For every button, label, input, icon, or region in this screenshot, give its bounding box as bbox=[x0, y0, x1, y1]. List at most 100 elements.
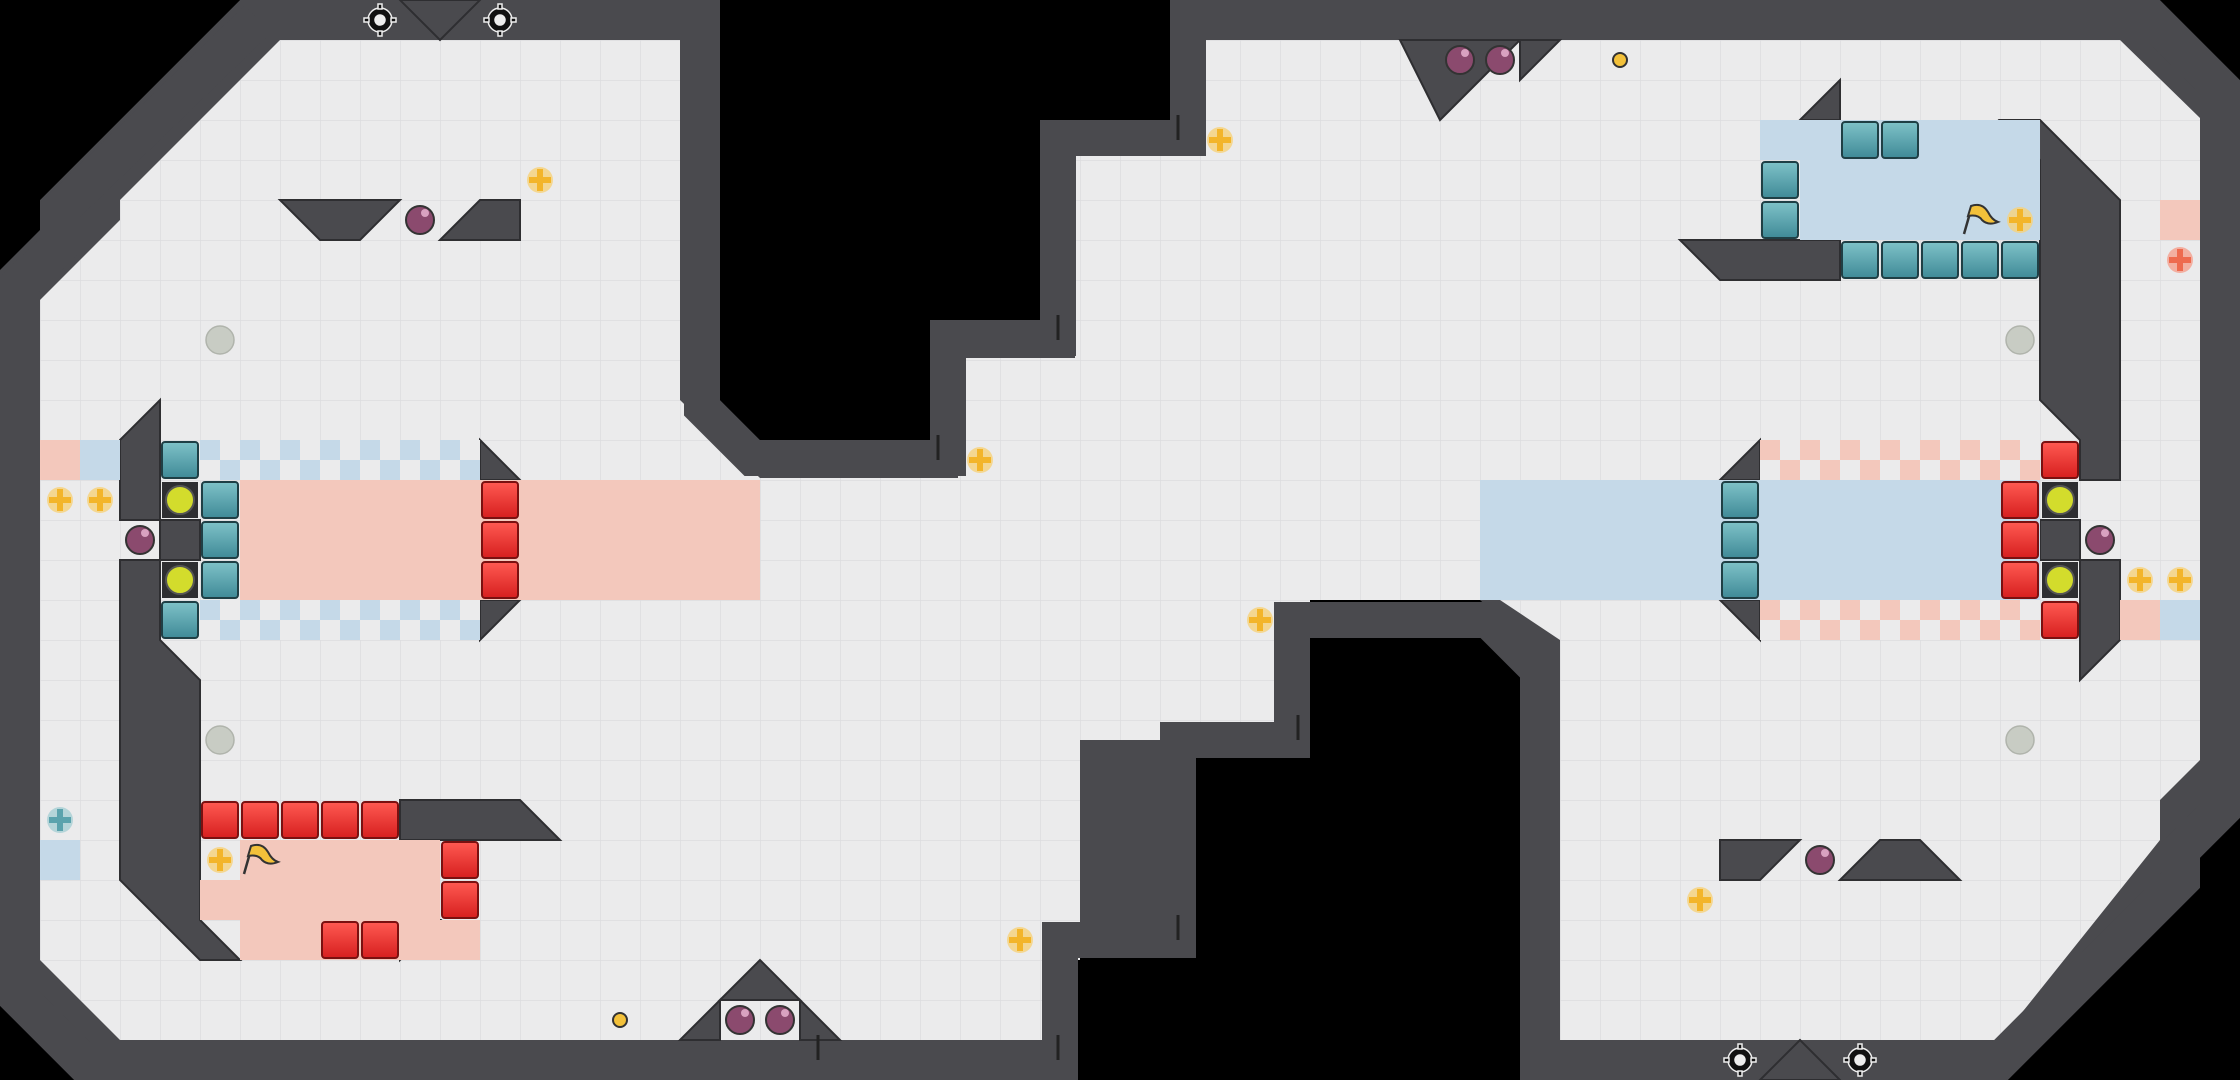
gear-icon bbox=[1843, 1043, 1877, 1077]
plus-pickup-icon bbox=[87, 487, 113, 513]
wall-right-mid bbox=[2039, 519, 2081, 561]
void-top-middle bbox=[720, 0, 1170, 440]
red-block bbox=[2001, 481, 2039, 519]
red-block bbox=[281, 801, 319, 839]
teal-block bbox=[1721, 521, 1759, 559]
spawn-marker-icon bbox=[205, 325, 235, 355]
wall-left-middle bbox=[159, 519, 201, 561]
zone-blue-right-top bbox=[1800, 120, 2040, 240]
coin-icon bbox=[1612, 52, 1628, 68]
gears bbox=[363, 3, 1877, 1077]
coin-icon bbox=[612, 1012, 628, 1028]
teal-block bbox=[201, 561, 239, 599]
void-bottom-middle-wall bbox=[1042, 602, 1556, 1080]
teal-block bbox=[1841, 241, 1879, 279]
plus-pickup-icon bbox=[1247, 607, 1273, 633]
teal-block bbox=[161, 441, 199, 479]
plus-pickup-icon-teal bbox=[47, 807, 73, 833]
zone-blue-right-top-b bbox=[1760, 120, 1800, 160]
teal-block bbox=[1841, 121, 1879, 159]
red-block bbox=[2001, 561, 2039, 599]
spawn-marker-icon bbox=[205, 725, 235, 755]
wall-bottom-wedge-l bbox=[677, 997, 721, 1041]
zone-blue-right-main bbox=[1480, 480, 2040, 600]
zone-blue-left-edge bbox=[80, 440, 120, 480]
zone-blue-right-edge bbox=[2160, 600, 2200, 640]
red-block bbox=[481, 481, 519, 519]
wall-bar-left-b bbox=[437, 199, 521, 241]
red-block bbox=[201, 801, 239, 839]
floor-left-room bbox=[40, 40, 2200, 1040]
switch-icon bbox=[2042, 562, 2078, 598]
wall-bottom-bump bbox=[717, 958, 803, 1001]
void-bottom-middle bbox=[1060, 620, 1540, 1080]
teal-block bbox=[1721, 481, 1759, 519]
teal-block bbox=[1921, 241, 1959, 279]
wall-bottom-right-bump bbox=[1758, 1038, 1842, 1080]
red-block bbox=[481, 521, 519, 559]
wall-right-top-wedge-2 bbox=[1519, 39, 1563, 83]
orb-icon bbox=[1445, 45, 1475, 75]
plus-pickup-icon bbox=[2007, 207, 2033, 233]
wall-right-bar-top bbox=[1677, 239, 1841, 281]
orb-icon bbox=[125, 525, 155, 555]
switch-icon bbox=[162, 562, 198, 598]
zone-red-bottom-left-b bbox=[200, 880, 240, 920]
switches bbox=[162, 482, 2078, 598]
spawn-marker-icon bbox=[2005, 325, 2035, 355]
teal-block bbox=[161, 601, 199, 639]
teal-block bbox=[1761, 161, 1799, 199]
red-block bbox=[2041, 441, 2079, 479]
spawn-markers bbox=[205, 325, 2035, 755]
red-block bbox=[321, 921, 359, 959]
teal-blocks bbox=[161, 121, 2039, 639]
zone-checker-red-bot bbox=[1760, 600, 2040, 640]
zone-red-right-edge bbox=[2120, 600, 2160, 640]
teal-block bbox=[1881, 241, 1919, 279]
wall-right-bar-lower-a bbox=[1719, 839, 1803, 881]
orb-icon bbox=[1805, 845, 1835, 875]
spawn-marker-icon bbox=[2005, 725, 2035, 755]
red-block bbox=[2001, 521, 2039, 559]
zone-red-right-top bbox=[2160, 200, 2200, 240]
orb-icon bbox=[405, 205, 435, 235]
red-block bbox=[361, 921, 399, 959]
gear-icon bbox=[363, 3, 397, 37]
plus-pickup-icon bbox=[527, 167, 553, 193]
orb-icon bbox=[1485, 45, 1515, 75]
red-block bbox=[481, 561, 519, 599]
zone-red-bottom-left-c bbox=[440, 920, 480, 960]
zone-checker-blue-top bbox=[200, 440, 480, 480]
plus-pickup-icon bbox=[2127, 567, 2153, 593]
wall-wedge-top bbox=[398, 0, 482, 42]
flag-icon bbox=[1962, 203, 2001, 235]
orb-icon bbox=[725, 1005, 755, 1035]
inner-walls bbox=[119, 0, 2121, 1080]
zone-checker-blue-bot bbox=[200, 600, 480, 640]
pickups bbox=[47, 127, 2193, 953]
plus-pickup-icon bbox=[1687, 887, 1713, 913]
gear-icon bbox=[483, 3, 517, 37]
plus-pickup-icon-red bbox=[2167, 247, 2193, 273]
wall-bottom-wedge-r bbox=[799, 997, 843, 1041]
red-block bbox=[441, 881, 479, 919]
teal-block bbox=[1721, 561, 1759, 599]
plus-pickup-icon bbox=[207, 847, 233, 873]
wall-right-lower bbox=[2079, 559, 2121, 683]
flag-icon bbox=[242, 843, 281, 875]
teal-block bbox=[1881, 121, 1919, 159]
wall-bar-left-a bbox=[277, 199, 403, 241]
switch-icon bbox=[2042, 482, 2078, 518]
teal-block bbox=[201, 521, 239, 559]
plus-pickup-icon bbox=[47, 487, 73, 513]
red-block bbox=[321, 801, 359, 839]
coins bbox=[612, 52, 1628, 1028]
gear-icon bbox=[1723, 1043, 1757, 1077]
red-block bbox=[361, 801, 399, 839]
plus-pickup-icon bbox=[1007, 927, 1033, 953]
zone-checker-red-top bbox=[1760, 440, 2040, 480]
orbs bbox=[125, 45, 2115, 1035]
orb-icon bbox=[765, 1005, 795, 1035]
